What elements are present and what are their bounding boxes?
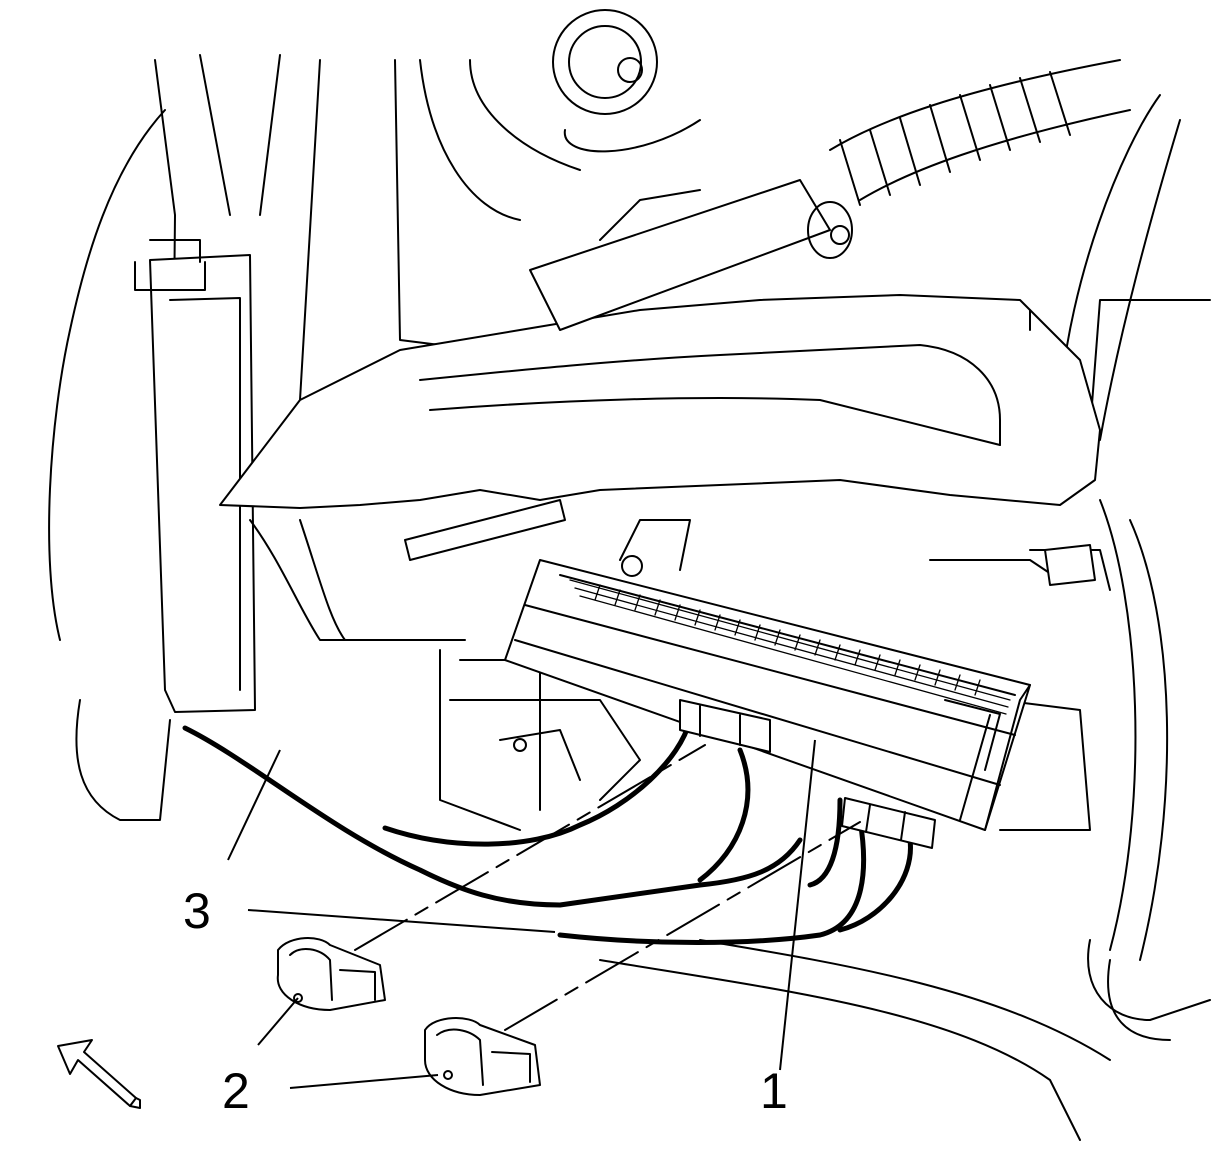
clamp-position-lines bbox=[354, 744, 861, 1031]
gear-icon bbox=[552, 9, 658, 115]
callout-2: 2 bbox=[222, 997, 439, 1119]
svg-text:3: 3 bbox=[183, 883, 211, 939]
callout-1: 1 bbox=[760, 739, 816, 1119]
heater-hoses bbox=[182, 699, 936, 945]
air-duct bbox=[219, 179, 1101, 509]
hose-clamp-upper bbox=[276, 937, 386, 1011]
hvac-case bbox=[249, 499, 1111, 831]
front-arrow-icon bbox=[57, 1039, 141, 1109]
heater-core bbox=[504, 559, 1031, 831]
hose-clamp-lower bbox=[424, 1017, 541, 1096]
svg-text:2: 2 bbox=[222, 1063, 250, 1119]
corrugated-hose bbox=[829, 59, 1131, 206]
callout-3: 3 bbox=[183, 749, 556, 939]
svg-text:1: 1 bbox=[760, 1063, 788, 1119]
